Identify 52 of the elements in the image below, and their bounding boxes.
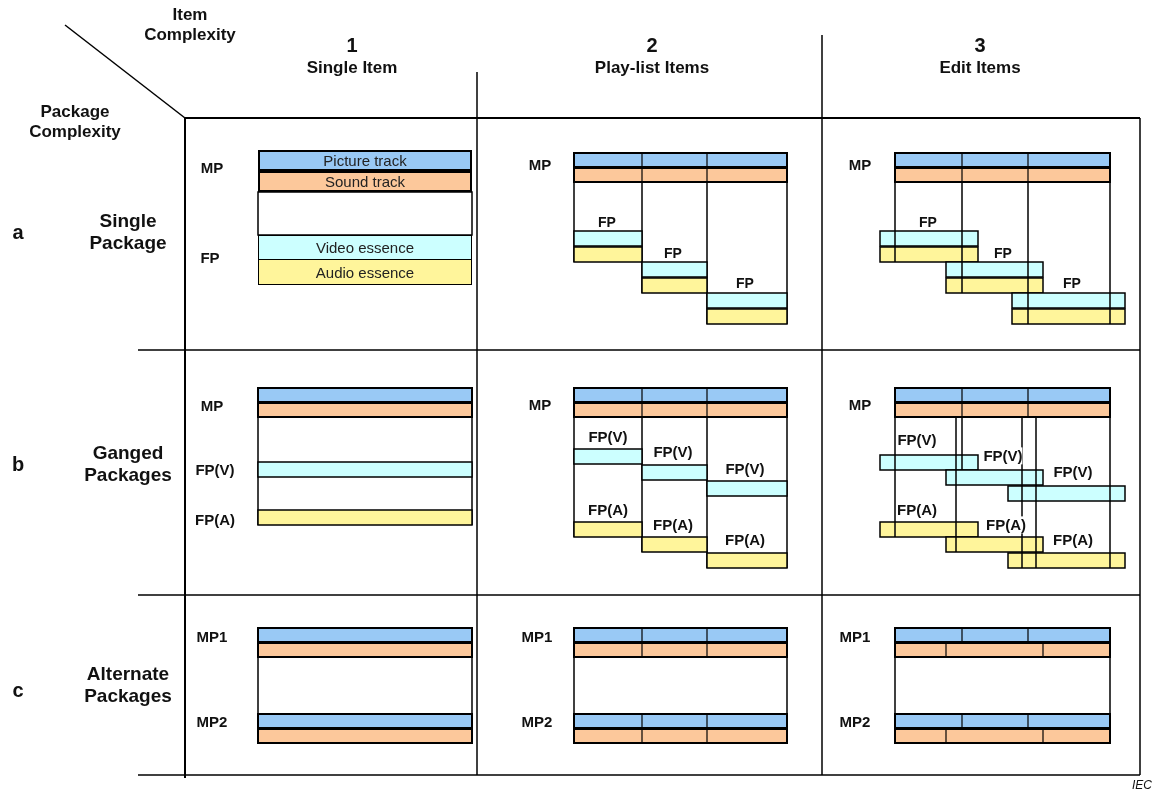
track-label: MP [200,159,224,177]
track-label: FP(V) [653,443,693,461]
track-label: FP [598,213,616,231]
track-label: FP(A) [725,531,765,549]
column-heading: Single Item [306,58,398,78]
track-bar: Picture track [258,150,472,171]
track-label: MP [200,397,224,415]
track-label: MP2 [521,713,553,731]
track-label: MP [528,156,552,174]
track-label: MP1 [196,628,228,646]
row-heading: Single Package [88,210,168,254]
row-heading: Ganged Packages [83,442,173,486]
source-note: IEC [1132,779,1152,793]
track-label: MP [848,156,872,174]
track-label: FP(A) [897,501,937,519]
column-heading: Play-list Items [594,58,710,78]
track-label: FP [994,244,1012,262]
track-label: FP [919,213,937,231]
column-heading: 3 [974,33,986,57]
track-bar: Sound track [258,171,472,192]
essence-bar: Audio essence [258,259,472,285]
track-label: MP1 [521,628,553,646]
track-label: FP(V) [588,428,628,446]
row-letter: b [11,452,25,476]
track-label: FP(A) [986,516,1026,534]
track-label: MP2 [839,713,871,731]
track-label: FP [664,244,682,262]
track-label: MP1 [839,628,871,646]
track-label: FP(A) [1053,531,1093,549]
track-label: MP [848,396,872,414]
row-letter: a [12,220,24,244]
track-label: FP(A) [195,511,235,529]
track-label: FP(V) [897,431,937,449]
track-label: FP [1063,274,1081,292]
track-label: FP(V) [725,460,765,478]
track-label: FP(V) [195,461,235,479]
essence-bar: Video essence [258,235,472,260]
track-label: FP(A) [588,501,628,519]
column-heading: Edit Items [939,58,1021,78]
track-label: FP [200,249,220,267]
row-heading: Alternate Packages [83,663,173,707]
track-label: FP(V) [1053,463,1093,481]
track-label: FP [736,274,754,292]
track-label: MP2 [196,713,228,731]
track-label: FP(A) [653,516,693,534]
track-label: FP(V) [983,447,1023,465]
column-heading: 2 [646,33,658,57]
axis-title: Item Complexity [143,5,237,45]
track-label: MP [528,396,552,414]
axis-title: Package Complexity [28,102,122,142]
row-letter: c [12,678,24,702]
column-heading: 1 [346,33,358,57]
